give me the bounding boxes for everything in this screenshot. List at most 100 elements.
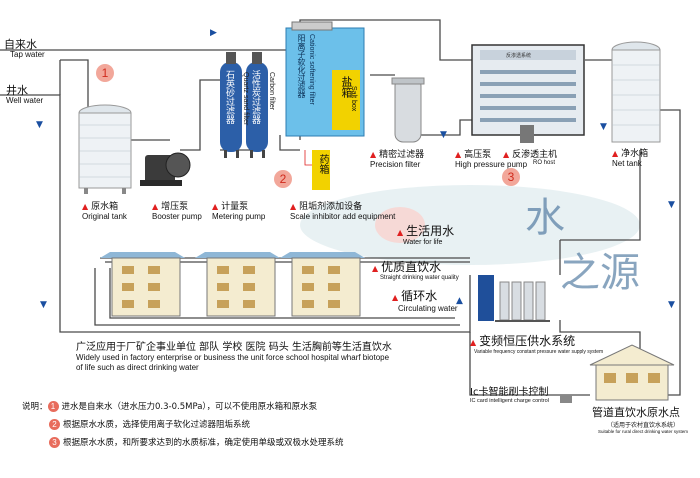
- high-pressure-pump-cn: 高压泵: [464, 150, 492, 160]
- well-water-en: Well water: [6, 96, 44, 105]
- rural-point-cn: 管道直饮水原水点: [592, 406, 680, 419]
- ro-panel-label: 反渗透系统: [506, 53, 532, 59]
- vf-supply-shape: [478, 275, 550, 322]
- scale-inhibitor-cn: 阻垢剂添加设备: [299, 202, 363, 212]
- drug-box-shape: [312, 150, 330, 190]
- net-tank-en: Net tank: [612, 159, 642, 168]
- net-tank-cn: 净水箱: [621, 149, 649, 159]
- flow-arrow-icon: ▼: [40, 300, 47, 310]
- precision-filter-caption: ▲精密过滤器 Precision filter: [370, 150, 425, 169]
- original-tank-shape: [78, 104, 132, 194]
- application-en-2: of life such as direct drinking water: [76, 363, 199, 372]
- rural-point-en: Suitable for rural direct drinking water…: [597, 429, 689, 434]
- note-1-text: 进水是自来水（进水压力0.3-0.5MPa），可以不使用原水箱和原水泵: [61, 402, 318, 412]
- net-tank-caption: ▲净水箱 Net tank: [612, 149, 649, 168]
- use-life-cn: 生活用水: [406, 224, 455, 238]
- high-pressure-pump-en: High pressure pump: [455, 160, 528, 169]
- metering-pump-en: Metering pump: [212, 212, 266, 221]
- salt-box-label-en: Salt box: [350, 86, 357, 112]
- flow-arrow-icon: ▼: [668, 200, 675, 210]
- flow-arrow-icon: ▼: [668, 300, 675, 310]
- flow-arrow-icon: ▲: [456, 296, 463, 306]
- metering-pump-caption: ▲计量泵 Metering pump: [212, 202, 266, 221]
- booster-pump-shape: [140, 152, 191, 186]
- net-tank-shape: [611, 41, 661, 143]
- precision-filter-shape: [391, 77, 425, 143]
- rural-point-caption: 管道直饮水原水点 （适用于农村直饮水系统） Suitable for rural…: [590, 404, 696, 434]
- use-circulating: ▲循环水 Circulating water: [392, 289, 458, 313]
- building-3: [280, 252, 365, 317]
- note-2-badge: 2: [49, 419, 60, 430]
- booster-pump-en: Booster pump: [152, 212, 202, 221]
- use-circulating-cn: 循环水: [401, 289, 438, 303]
- tap-water-cn: 自来水: [4, 38, 37, 51]
- cationic-softener-shape: [285, 21, 365, 137]
- high-pressure-pump-caption: ▲高压泵 High pressure pump: [455, 150, 528, 169]
- scale-inhibitor-en: Scale inhibitor add equipment: [290, 212, 396, 221]
- note-3-badge: 3: [49, 437, 60, 448]
- rural-house-shape: [589, 344, 675, 401]
- vf-supply-caption: ▲变频恒压供水系统 Variable frequency constant pr…: [470, 334, 604, 355]
- flow-arrow-icon: ▼: [440, 130, 447, 140]
- flow-arrow-icon: ▼: [600, 122, 607, 132]
- building-2: [195, 252, 280, 317]
- original-tank-cn: 原水箱: [91, 202, 119, 212]
- quartz-label-cn: 石英砂过滤器: [224, 70, 234, 124]
- flow-arrow-icon: ▼: [36, 120, 43, 130]
- precision-filter-cn: 精密过滤器: [379, 150, 425, 160]
- original-tank-caption: ▲原水箱 Original tank: [82, 202, 127, 221]
- watermark-wash: [300, 185, 640, 265]
- drug-box-label: 药箱: [317, 154, 328, 174]
- use-quality-en: Straight drinking water quality: [380, 275, 459, 281]
- watermark-blob: [375, 207, 425, 243]
- note-2-text: 根据原水水质，选择使用离子软化过滤器阻垢系统: [63, 420, 251, 430]
- flow-arrow-icon: ▶: [210, 28, 217, 38]
- note-3-text: 根据原水水质，和所要求达到的水质标准，确定使用单级或双极水处理系统: [63, 438, 344, 448]
- step-3-badge: 3: [502, 168, 520, 186]
- notes-label: 说明：: [22, 402, 48, 412]
- original-tank-en: Original tank: [82, 212, 127, 221]
- ro-host-cn: 反渗透主机: [512, 150, 558, 160]
- precision-filter-en: Precision filter: [370, 160, 421, 169]
- tap-water-en: Tap water: [10, 50, 45, 59]
- booster-pump-caption: ▲增压泵 Booster pump: [152, 202, 202, 221]
- metering-pump-cn: 计量泵: [221, 202, 249, 212]
- quartz-filter-shape: [220, 52, 242, 158]
- watermark-char-1: 水: [525, 195, 565, 241]
- building-1: [100, 252, 185, 317]
- quartz-label-en: Quartz sand filter: [242, 72, 249, 126]
- use-life: ▲生活用水 Water for life: [397, 224, 455, 246]
- application-en-1: Widely used in factory enterprise or bus…: [76, 353, 390, 362]
- use-life-en: Water for life: [403, 239, 443, 246]
- ic-card-en: IC card intelligent charge control: [470, 398, 549, 404]
- cationic-label-cn: 阳离子软化过滤器: [297, 34, 306, 98]
- ro-host-shape: [471, 44, 585, 143]
- application-cn: 广泛应用于厂矿企事业单位 部队 学校 医院 码头 生活胸前等生活直饮水: [76, 342, 392, 353]
- ic-card-cn: Ic卡智能刷卡控制: [470, 387, 549, 398]
- rural-point-sub-cn: （适用于农村直饮水系统）: [606, 422, 679, 429]
- use-quality-cn: 优质直饮水: [381, 260, 442, 274]
- cationic-label-en: Cationic softening filter: [308, 34, 315, 105]
- watermark-char-2: 之源: [560, 250, 640, 296]
- salt-box-label-cn: 盐箱: [340, 76, 353, 98]
- step-2-badge: 2: [274, 170, 292, 188]
- ic-card-caption: Ic卡智能刷卡控制 IC card intelligent charge con…: [470, 383, 549, 404]
- step-1-badge: 1: [96, 64, 114, 82]
- use-circulating-en: Circulating water: [398, 304, 458, 313]
- booster-pump-cn: 增压泵: [161, 202, 189, 212]
- buildings: [100, 252, 365, 317]
- ro-host-caption: ▲反渗透主机 RO host: [503, 150, 558, 166]
- carbon-filter-shape: [246, 52, 268, 158]
- note-1-badge: 1: [47, 401, 59, 412]
- use-quality: ▲优质直饮水 Straight drinking water quality: [372, 260, 459, 281]
- carbon-label-cn: 活性炭过滤器: [250, 70, 260, 124]
- vf-supply-cn: 变频恒压供水系统: [479, 334, 576, 348]
- ic-controller-shape: [560, 395, 572, 403]
- scale-inhibitor-caption: ▲阻垢剂添加设备 Scale inhibitor add equipment: [290, 202, 396, 221]
- ro-host-en: RO host: [533, 160, 556, 166]
- vf-supply-en: Variable frequency constant pressure wat…: [474, 349, 604, 355]
- carbon-label-en: Carbon filter: [268, 72, 275, 111]
- well-water-cn: 井水: [6, 84, 28, 97]
